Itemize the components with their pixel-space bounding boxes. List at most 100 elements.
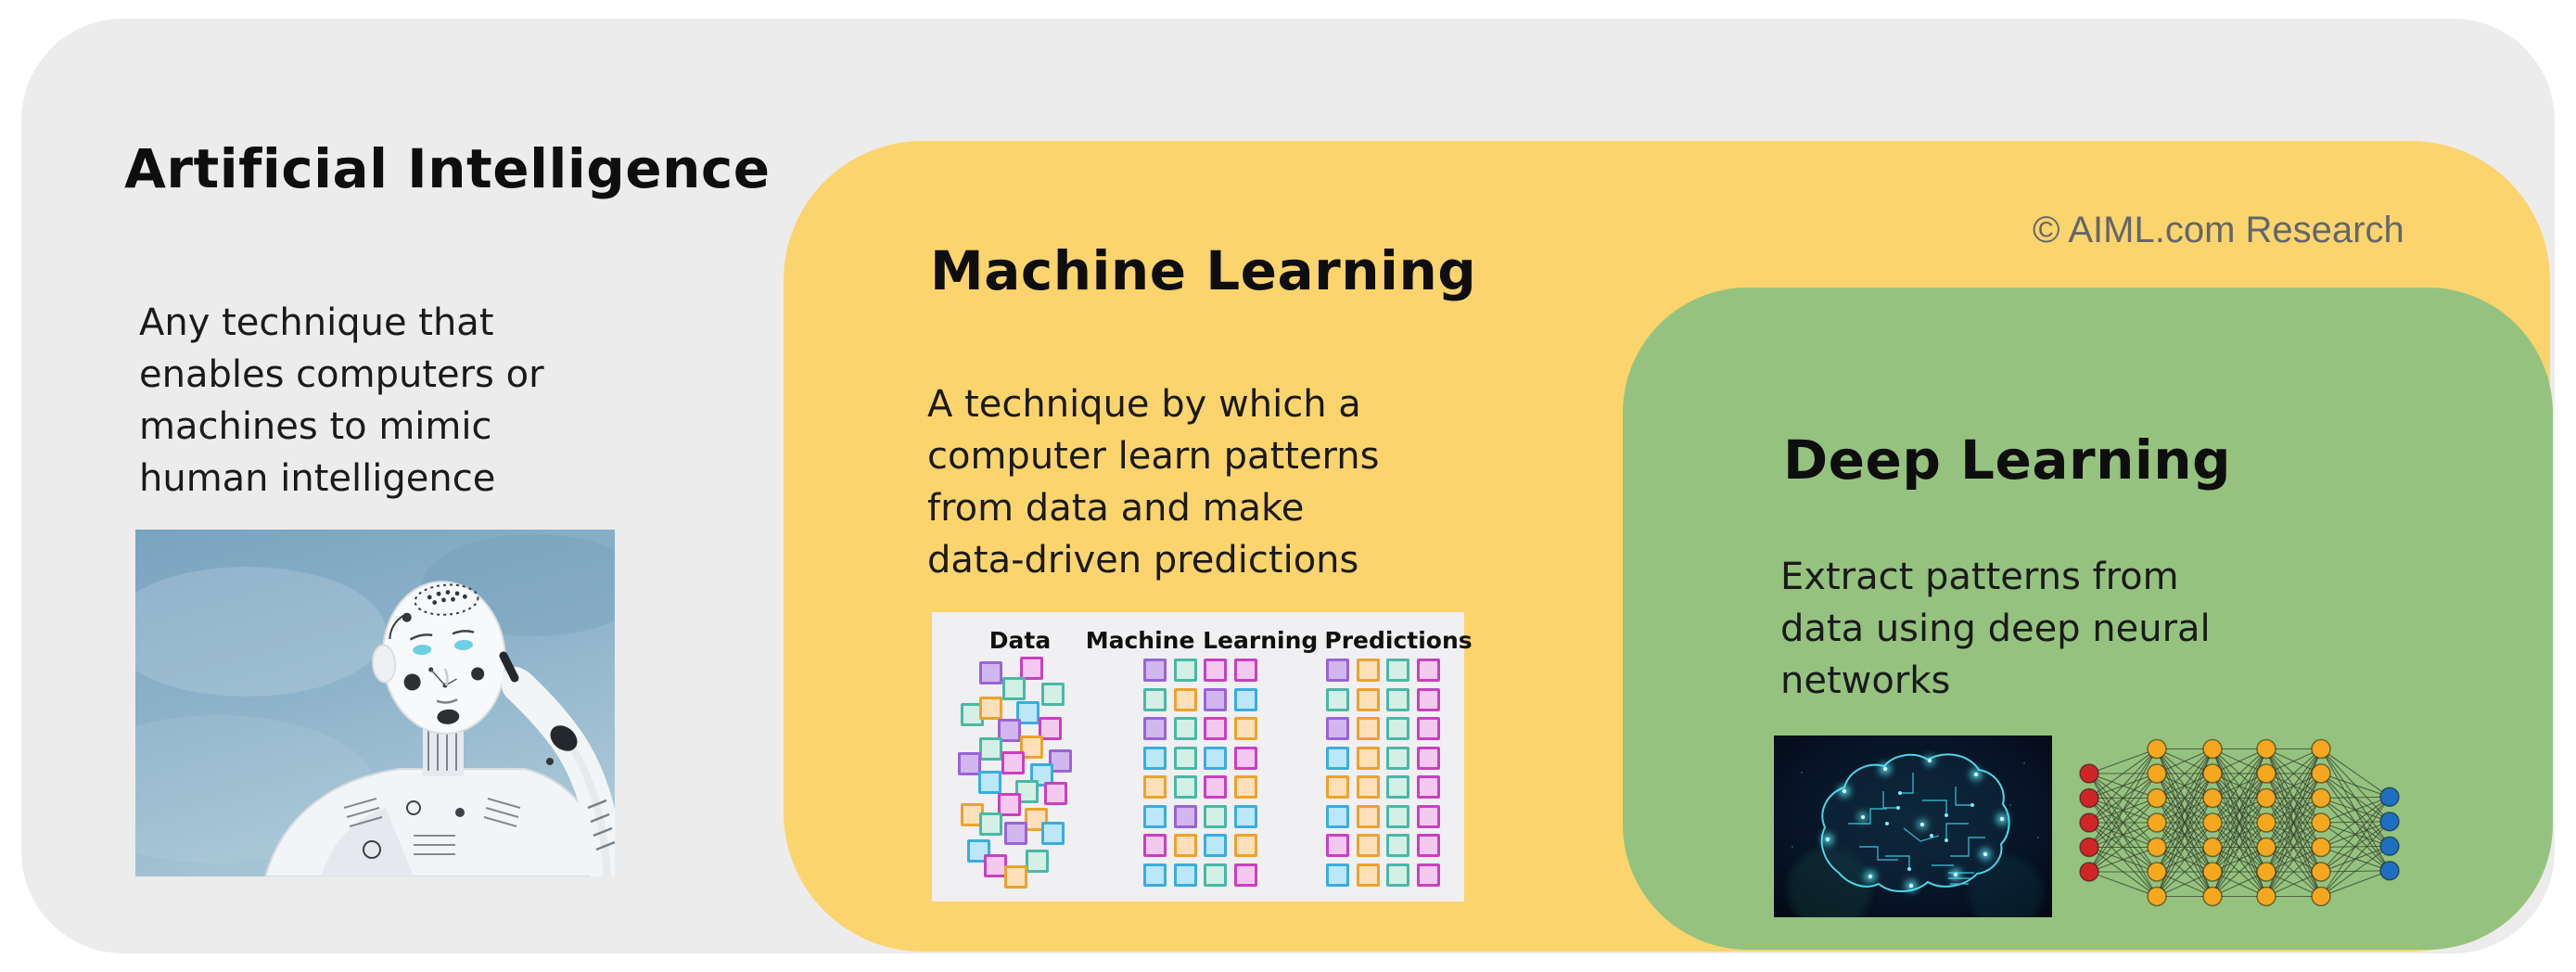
network-connection (2088, 748, 2158, 799)
grid-square (1173, 775, 1197, 799)
network-connection (2212, 773, 2267, 897)
grid-square (1143, 687, 1167, 711)
network-connection (2212, 798, 2267, 897)
data-square (1001, 750, 1025, 774)
neuron-node-hidden (2202, 862, 2223, 882)
network-connection (2212, 748, 2267, 774)
network-connection (2212, 847, 2267, 897)
network-connection (2212, 871, 2267, 898)
grid-square (1386, 746, 1409, 770)
network-connection (2265, 773, 2322, 897)
grid-square (1416, 746, 1440, 770)
network-connection (2156, 871, 2213, 898)
dl-description: Extract patterns from data using deep ne… (1780, 556, 2211, 702)
network-connection (2320, 796, 2391, 897)
ml-description: A technique by which a computer learn pa… (927, 383, 1380, 582)
neuron-node-hidden (2202, 763, 2223, 784)
neuron-node-hidden (2311, 738, 2331, 760)
neuron-node-hidden (2311, 862, 2331, 882)
network-connection (2265, 748, 2322, 848)
network-connection (2265, 822, 2322, 897)
data-square (978, 736, 1002, 761)
data-square (957, 751, 981, 775)
grid-square (1173, 687, 1197, 711)
grid-square (1143, 834, 1167, 857)
grid-square (1204, 746, 1227, 770)
network-connection (2212, 748, 2267, 873)
neuron-node-output (2379, 836, 2400, 856)
neuron-node-hidden (2256, 812, 2276, 833)
grid-square (1233, 717, 1257, 740)
neuron-node-hidden (2311, 812, 2331, 833)
network-connection (2088, 748, 2158, 774)
network-connection (2265, 798, 2322, 897)
grid-square (1173, 659, 1197, 682)
grid-square (1233, 834, 1257, 857)
grid-square (1416, 717, 1440, 740)
grid-square (1356, 746, 1380, 770)
grid-square (1204, 863, 1227, 887)
grid-square (1326, 659, 1349, 682)
neuron-node-hidden (2202, 812, 2223, 833)
network-connection (2156, 798, 2213, 897)
neuron-node-hidden (2147, 837, 2167, 858)
ai-title: Artificial Intelligence (124, 137, 771, 200)
neuron-node-hidden (2147, 787, 2167, 809)
grid-square (1204, 804, 1227, 828)
network-connection (2088, 748, 2158, 873)
dl-title: Deep Learning (1783, 428, 2232, 492)
grid-square (1173, 804, 1197, 828)
data-square (1040, 682, 1065, 706)
diagram-header-machine-learning: Machine Learning (1085, 627, 1319, 654)
neuron-node-hidden (2147, 886, 2167, 907)
brain-image (1774, 735, 2052, 917)
network-connection (2088, 748, 2158, 848)
grid-square (1386, 834, 1409, 857)
data-square (1025, 849, 1049, 873)
network-connection (2265, 847, 2322, 897)
network-connection (2212, 748, 2267, 848)
data-square (1019, 656, 1043, 680)
network-connection (2156, 847, 2213, 897)
grid-square (1143, 775, 1167, 799)
grid-square (1173, 863, 1197, 887)
grid-square (1416, 834, 1440, 857)
network-connection (2320, 796, 2391, 799)
network-connection (2156, 748, 2213, 799)
neuron-node-hidden (2202, 787, 2223, 809)
neuron-node-input (2079, 862, 2099, 882)
diagram-header-predictions: Predictions (1324, 627, 1473, 654)
grid-square (1173, 746, 1197, 770)
neuron-node-hidden (2311, 837, 2331, 858)
network-connection (2265, 748, 2322, 873)
neuron-node-output (2379, 861, 2400, 881)
neuron-node-output (2379, 787, 2400, 807)
data-square (1001, 676, 1026, 700)
grid-square (1233, 863, 1257, 887)
neuron-node-hidden (2256, 837, 2276, 858)
neuron-node-input (2079, 837, 2099, 858)
grid-square (1356, 863, 1380, 887)
grid-square (1143, 746, 1167, 770)
neural-network-diagram (2079, 738, 2400, 907)
network-connection (2088, 773, 2158, 873)
grid-square (1356, 804, 1380, 828)
ai-description: Any technique that enables computers or … (139, 301, 544, 500)
data-square (977, 770, 1001, 794)
grid-square (1204, 687, 1227, 711)
grid-square (1326, 687, 1349, 711)
grid-square (1143, 717, 1167, 740)
network-connection (2212, 822, 2267, 897)
grid-square (1386, 863, 1409, 887)
grid-square (1356, 775, 1380, 799)
data-square (1014, 779, 1039, 803)
network-connection (2320, 773, 2391, 798)
grid-square (1356, 834, 1380, 857)
network-connection (2320, 796, 2391, 848)
network-connection (2156, 748, 2213, 873)
network-connection (2212, 748, 2267, 799)
grid-square (1143, 659, 1167, 682)
neuron-node-hidden (2147, 862, 2167, 882)
network-connection (2156, 748, 2213, 848)
network-connection (2320, 821, 2391, 897)
